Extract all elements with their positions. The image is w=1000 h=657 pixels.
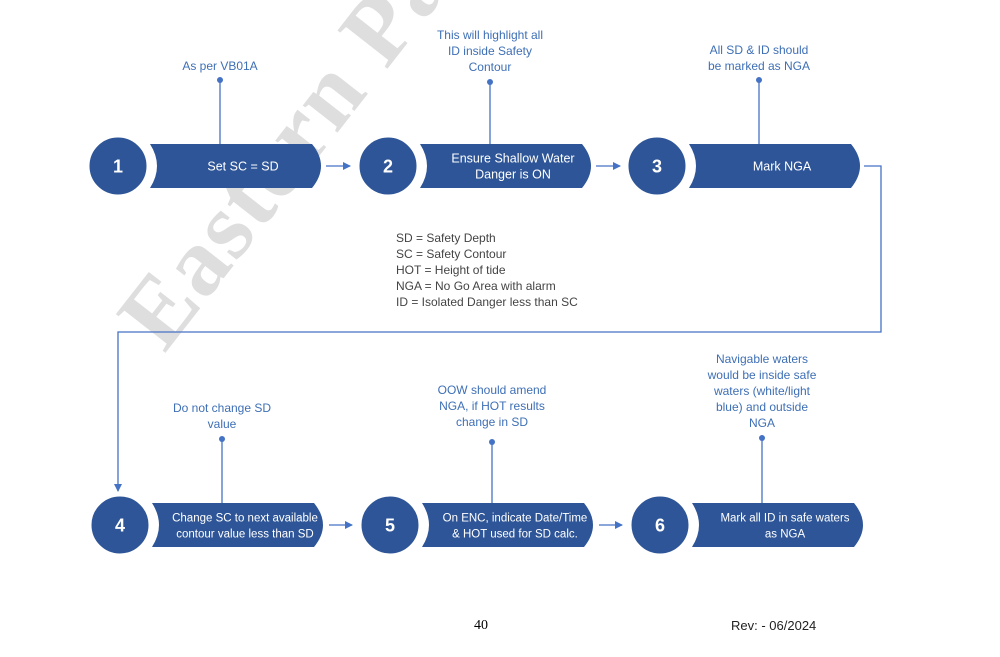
step-4-label-line: Change SC to next available xyxy=(172,513,318,525)
legend-line: HOT = Height of tide xyxy=(396,263,506,277)
step-2-label-line: Danger is ON xyxy=(475,168,551,182)
note-line: NGA, if HOT results xyxy=(439,399,545,413)
step-6-note: Navigable waters would be inside safe wate… xyxy=(707,352,817,503)
step-2-note: This will highlight all ID inside SafetyC… xyxy=(437,28,543,144)
step-4-note: Do not change SD value xyxy=(173,401,271,503)
note-line: be marked as NGA xyxy=(708,59,810,73)
step-1-note: As per VB01A xyxy=(182,59,258,144)
note-line: As per VB01A xyxy=(182,59,257,73)
step-2-number: 2 xyxy=(383,157,393,177)
step-3-circle xyxy=(625,134,689,198)
step-1: 1 Set SC = SD xyxy=(86,134,321,198)
legend-line: NGA = No Go Area with alarm xyxy=(396,279,556,293)
note-line: Do not change SD xyxy=(173,401,271,415)
note-stem-dot xyxy=(759,435,765,441)
step-1-circle xyxy=(86,134,150,198)
note-line: waters (white/light xyxy=(713,384,811,398)
revision-label: Rev: - 06/2024 xyxy=(731,618,817,633)
step-1-box xyxy=(150,144,321,188)
note-line: Navigable waters xyxy=(716,352,808,366)
step-3-note: All SD & ID should be marked as NGA xyxy=(708,43,810,144)
step-5-label-line: On ENC, indicate Date/Time xyxy=(443,513,588,525)
abbreviation-legend: SD = Safety Depth SC = Safety ContourHOT … xyxy=(396,231,578,309)
note-line: would be inside safe xyxy=(707,368,817,382)
arrow-3-to-4 xyxy=(114,165,882,492)
step-6-box xyxy=(692,503,863,547)
step-3-label-line: Mark NGA xyxy=(753,160,812,174)
step-4: 4 Change SC to next available contour valu… xyxy=(88,493,323,557)
note-stem-dot xyxy=(217,77,223,83)
step-1-number: 1 xyxy=(113,157,123,177)
note-line: This will highlight all xyxy=(437,28,543,42)
step-6-circle xyxy=(628,493,692,557)
step-5-box xyxy=(422,503,593,547)
note-line: All SD & ID should xyxy=(710,43,809,57)
step-3-number: 3 xyxy=(652,157,662,177)
note-line: change in SD xyxy=(456,415,528,429)
note-line: NGA xyxy=(749,416,775,430)
legend-line: SC = Safety Contour xyxy=(396,247,506,261)
legend-line: ID = Isolated Danger less than SC xyxy=(396,295,578,309)
note-stem-dot xyxy=(219,436,225,442)
note-line: blue) and outside xyxy=(716,400,808,414)
note-stem-dot xyxy=(489,439,495,445)
step-4-box xyxy=(152,503,323,547)
step-6-number: 6 xyxy=(655,516,665,536)
note-line: value xyxy=(208,417,237,431)
step-5-label-line: & HOT used for SD calc. xyxy=(452,529,578,541)
page-number: 40 xyxy=(474,618,488,633)
step-2-label-line: Ensure Shallow Water xyxy=(451,152,574,166)
step-4-label-line: contour value less than SD xyxy=(176,529,313,541)
note-stem-dot xyxy=(756,77,762,83)
note-line: ID inside Safety xyxy=(448,44,532,58)
step-5: 5 On ENC, indicate Date/Time & HOT used fo… xyxy=(358,493,593,557)
step-5-number: 5 xyxy=(385,516,395,536)
step-nodes: 1 Set SC = SD 2 Ensure Shallow WaterDanger … xyxy=(86,134,863,557)
step-6-label-line: as NGA xyxy=(765,529,806,541)
connectors xyxy=(114,162,882,529)
legend-line: SD = Safety Depth xyxy=(396,231,496,245)
step-notes: As per VB01A This will highlight all ID in… xyxy=(173,28,817,503)
step-6-label-line: Mark all ID in safe waters xyxy=(720,513,849,525)
step-1-label-line: Set SC = SD xyxy=(207,160,278,174)
step-5-circle xyxy=(358,493,422,557)
step-6: 6 Mark all ID in safe waters as NGA xyxy=(628,493,863,557)
step-4-circle xyxy=(88,493,152,557)
step-2-circle xyxy=(356,134,420,198)
note-stem-dot xyxy=(487,79,493,85)
note-line: OOW should amend xyxy=(438,383,547,397)
step-2-box xyxy=(420,144,591,188)
step-3-box xyxy=(689,144,860,188)
step-4-number: 4 xyxy=(115,516,125,536)
note-line: Contour xyxy=(469,60,512,74)
step-3: 3 Mark NGA xyxy=(625,134,860,198)
